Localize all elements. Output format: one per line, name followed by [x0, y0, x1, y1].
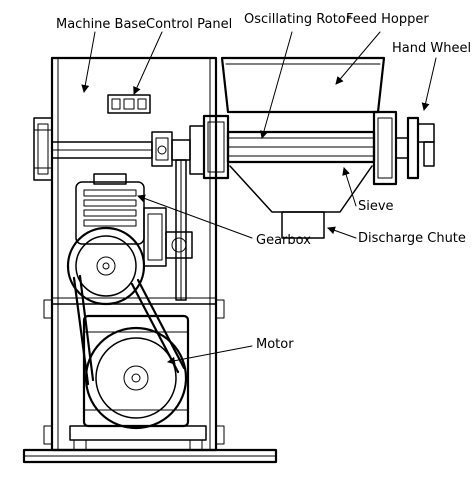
label-machine-base: Machine Base — [56, 17, 146, 32]
label-oscillating-rotor: Oscillating Rotor — [244, 12, 352, 27]
leader-lines — [81, 31, 437, 365]
feed-hopper — [220, 56, 386, 114]
label-feed-hopper: Feed Hopper — [346, 12, 429, 27]
left-bearing-housing — [33, 117, 53, 181]
label-control-panel: Control Panel — [146, 17, 232, 32]
base-plate — [22, 448, 278, 464]
label-hand-wheel: Hand Wheel — [392, 41, 471, 56]
gearbox-pulley — [66, 226, 146, 306]
hand-wheel — [395, 116, 435, 180]
control-panel — [107, 94, 151, 114]
discharge-chute — [281, 211, 325, 239]
motor-pulley — [84, 326, 188, 430]
label-discharge-chute: Discharge Chute — [358, 231, 466, 246]
label-motor: Motor — [256, 337, 294, 352]
label-sieve: Sieve — [358, 199, 394, 214]
connecting-rod — [175, 159, 187, 301]
gearbox — [75, 173, 193, 267]
label-gearbox: Gearbox — [256, 233, 311, 248]
machine-frame — [43, 56, 225, 452]
oscillating-rotor — [226, 130, 376, 164]
motor — [69, 314, 207, 451]
